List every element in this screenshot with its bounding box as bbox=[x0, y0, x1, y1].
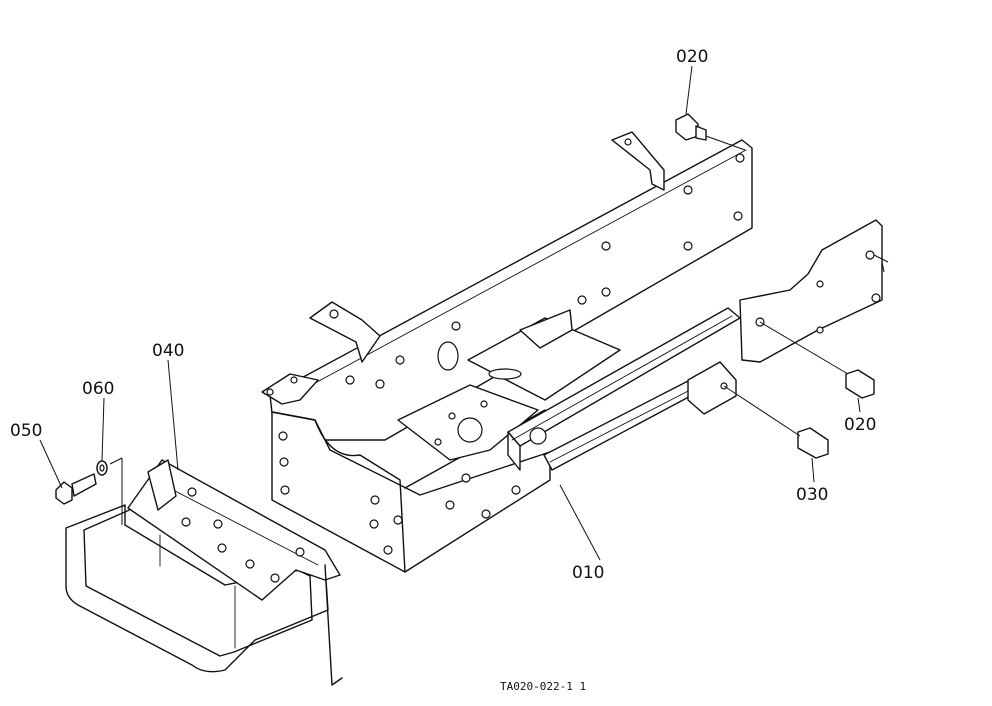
bolt-050 bbox=[55, 473, 97, 505]
bolt-020-top bbox=[675, 113, 707, 141]
step-bracket bbox=[147, 459, 177, 511]
end-block bbox=[687, 361, 737, 415]
rear-bracket-right bbox=[611, 131, 665, 191]
slide-bar bbox=[543, 379, 699, 471]
label-060: 060 bbox=[82, 379, 114, 399]
bolt-020-right bbox=[845, 369, 875, 399]
bolt-030 bbox=[797, 427, 829, 459]
main-frame bbox=[261, 131, 883, 573]
label-010: 010 bbox=[572, 563, 604, 583]
label-030: 030 bbox=[796, 485, 828, 505]
front-frame-holes bbox=[278, 431, 521, 555]
front-left-bracket bbox=[261, 373, 319, 405]
step-upper-plate bbox=[127, 459, 341, 601]
front-lower-channel-side bbox=[507, 431, 521, 471]
rear-rail-holes bbox=[345, 153, 745, 389]
assembly-lines bbox=[109, 135, 889, 525]
washer-060 bbox=[96, 460, 108, 476]
rear-bracket-left bbox=[309, 301, 381, 363]
label-leaders bbox=[39, 65, 861, 561]
step-plate bbox=[65, 459, 343, 686]
label-040: 040 bbox=[152, 341, 184, 361]
label-020-top: 020 bbox=[676, 47, 708, 67]
part-labels: 020 020 030 010 040 060 050 bbox=[10, 47, 876, 583]
right-side-plate bbox=[739, 219, 883, 363]
step-plate-holes bbox=[181, 487, 305, 583]
upper-support-block bbox=[519, 309, 573, 349]
drawing-code: TA020-022-1 1 bbox=[500, 680, 586, 693]
label-050: 050 bbox=[10, 421, 42, 441]
label-020-right: 020 bbox=[844, 415, 876, 435]
